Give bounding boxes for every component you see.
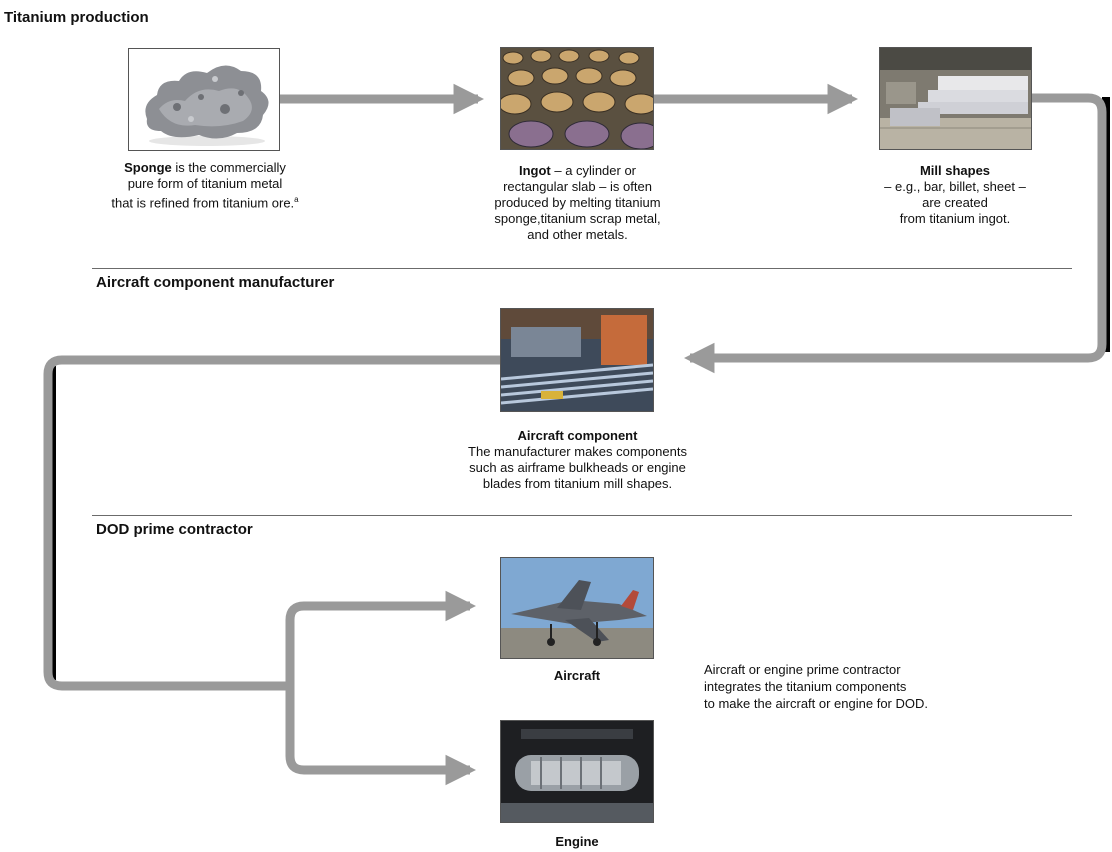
aircraft-component-text: The manufacturer makes components [468, 444, 687, 459]
sponge-text: is the commercially [171, 160, 286, 175]
mill-shapes-caption: Mill shapes – e.g., bar, billet, sheet –… [835, 163, 1075, 227]
section-divider [92, 268, 1072, 269]
arrow-to-aircraft [285, 590, 477, 686]
contractor-note-line: integrates the titanium components [704, 679, 907, 694]
aircraft-component-caption: Aircraft component The manufacturer make… [440, 428, 715, 492]
sponge-caption: Sponge is the commercially pure form of … [80, 160, 330, 211]
footnote-marker: a [294, 195, 299, 204]
contractor-note-line: to make the aircraft or engine for DOD. [704, 696, 928, 711]
engine-caption: Engine [500, 834, 654, 850]
mill-shapes-text: are created [922, 195, 988, 210]
ingot-text: – a cylinder or [550, 163, 637, 178]
ingot-caption: Ingot – a cylinder or rectangular slab –… [455, 163, 700, 243]
sponge-title: Sponge [124, 160, 172, 175]
mill-shapes-text: – e.g., bar, billet, sheet – [884, 179, 1026, 194]
ingot-title: Ingot [518, 163, 551, 178]
mill-shapes-title: Mill shapes [919, 163, 991, 178]
arrow-to-engine [285, 686, 477, 786]
section-title-component-manufacturer: Aircraft component manufacturer [96, 274, 335, 291]
arrow-component-to-contractor [43, 355, 500, 691]
aircraft-component-text: blades from titanium mill shapes. [482, 476, 673, 491]
titanium-ingot-photo [500, 47, 654, 150]
ingot-text: and other metals. [527, 227, 628, 242]
section-title-prime-contractor: DOD prime contractor [96, 521, 253, 538]
engine-title: Engine [555, 834, 599, 849]
ingot-text: produced by melting titanium [494, 195, 661, 210]
section-divider [92, 515, 1072, 516]
mill-shapes-text: from titanium ingot. [899, 211, 1011, 226]
arrow-mill-to-component [683, 93, 1107, 374]
aircraft-component-title: Aircraft component [517, 428, 638, 443]
jet-engine-photo [500, 720, 654, 823]
aircraft-caption: Aircraft [500, 668, 654, 684]
contractor-note: Aircraft or engine prime contractor inte… [704, 661, 1024, 712]
contractor-note-line: Aircraft or engine prime contractor [704, 662, 901, 677]
aircraft-component-text: such as airframe bulkheads or engine [469, 460, 686, 475]
aircraft-component-photo [500, 308, 654, 412]
fighter-jet-photo [500, 557, 654, 659]
ingot-text: sponge,titanium scrap metal, [494, 211, 661, 226]
ingot-text: rectangular slab – is often [503, 179, 652, 194]
sponge-text: that is refined from titanium ore. [111, 195, 295, 211]
sponge-text: pure form of titanium metal [127, 176, 283, 191]
aircraft-title: Aircraft [553, 668, 601, 683]
mill-shapes-photo [879, 47, 1032, 150]
titanium-sponge-photo [128, 48, 280, 151]
section-title-titanium-production: Titanium production [4, 9, 149, 26]
